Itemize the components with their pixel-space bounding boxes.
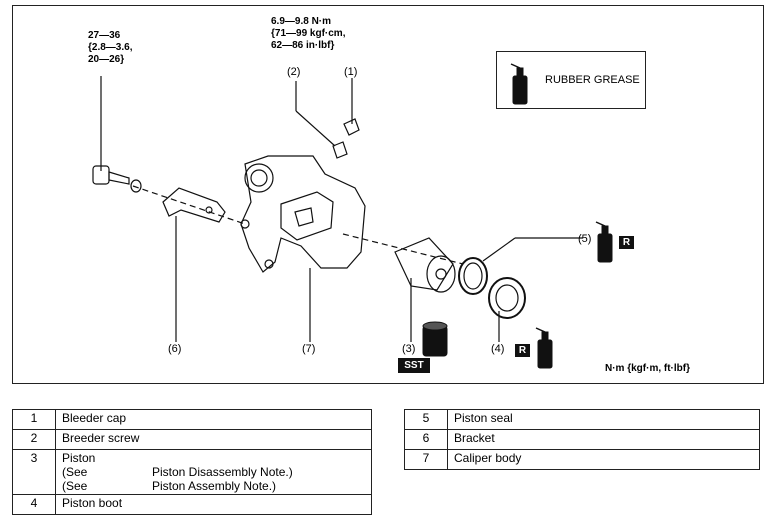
- bolt-shank: [108, 171, 130, 185]
- rubber-grease-label: RUBBER GREASE: [545, 74, 640, 86]
- grease-bottle-legend-icon: [510, 63, 528, 105]
- caliper-body-shape: [240, 155, 366, 273]
- table-row: 2 Breeder screw: [12, 429, 372, 450]
- table-row: 4 Piston boot: [12, 494, 372, 515]
- bracket-shape: [162, 187, 226, 223]
- callout-7: (7): [302, 343, 316, 355]
- leader-2b: [295, 110, 336, 147]
- piston-seal-shape: [458, 257, 488, 295]
- callout-2: (2): [287, 66, 301, 78]
- sst-tool-icon: [422, 321, 448, 357]
- sst-mark: SST: [398, 358, 430, 373]
- exploded-view-diagram: 27—36 {2.8—3.6, 20—26} 6.9—9.8 N·m {71—9…: [12, 5, 764, 384]
- callout-1: (1): [344, 66, 358, 78]
- parts-table-left: 1 Bleeder cap 2 Breeder screw 3 Piston (…: [12, 409, 372, 515]
- parts-table-right: 5 Piston seal 6 Bracket 7 Caliper body: [404, 409, 760, 470]
- bleeder-cap-shape: [343, 118, 360, 136]
- grease-bottle-4-icon: [535, 327, 553, 369]
- table-row: 5 Piston seal: [404, 409, 760, 430]
- torque-screw: 6.9—9.8 N·m {71—99 kgf·cm, 62—86 in·lbf}: [271, 16, 346, 51]
- callout-3: (3): [402, 343, 416, 355]
- torque-bolt: 27—36 {2.8—3.6, 20—26}: [88, 30, 133, 65]
- table-row: 7 Caliper body: [404, 449, 760, 470]
- washer: [130, 179, 142, 193]
- table-row: 6 Bracket: [404, 429, 760, 450]
- rubber-grease-legend: RUBBER GREASE: [496, 51, 646, 109]
- units-note: N·m {kgf·m, ft·lbf}: [605, 363, 690, 374]
- callout-6: (6): [168, 343, 182, 355]
- piston-boot-shape: [488, 277, 526, 319]
- caliper-illustration: [92, 63, 613, 369]
- piston-shape: [394, 237, 454, 291]
- bleeder-screw-shape: [332, 141, 348, 159]
- leader-5: [482, 237, 516, 262]
- callout-4: (4): [491, 343, 505, 355]
- callout-5: (5): [578, 233, 592, 245]
- rubber-grease-mark-4: R: [515, 344, 530, 357]
- table-row: 1 Bleeder cap: [12, 409, 372, 430]
- rubber-grease-mark-5: R: [619, 236, 634, 249]
- grease-bottle-5-icon: [595, 221, 613, 263]
